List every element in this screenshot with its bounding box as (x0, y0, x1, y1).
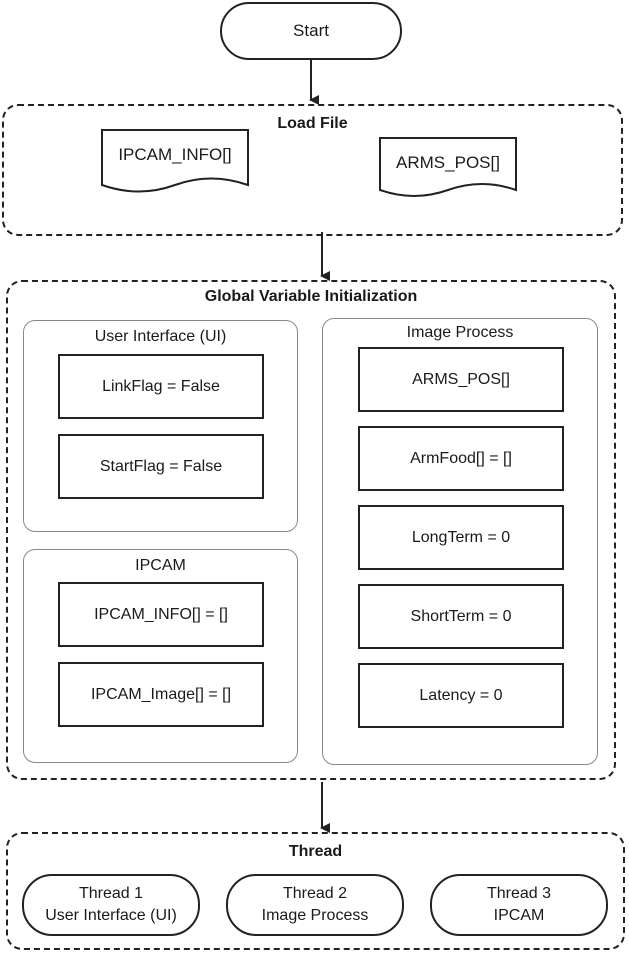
var-arms-pos: ARMS_POS[] (358, 347, 564, 412)
var-latency: Latency = 0 (358, 663, 564, 728)
thread-2-line1: Thread 2 (282, 885, 348, 902)
start-terminal: Start (220, 2, 402, 60)
document-shape-arms-pos (379, 137, 517, 197)
load-file-group (2, 104, 623, 236)
var-startflag: StartFlag = False (58, 434, 264, 499)
image-process-panel-title: Image Process (406, 324, 514, 341)
thread-1-line1: Thread 1 (78, 885, 144, 902)
ui-panel (23, 320, 298, 532)
var-armfood: ArmFood[] = [] (358, 426, 564, 491)
var-linkflag: LinkFlag = False (58, 354, 264, 419)
var-shortterm: ShortTerm = 0 (358, 584, 564, 649)
var-ipcam-image: IPCAM_Image[] = [] (58, 662, 264, 727)
image-process-panel (322, 318, 598, 765)
thread-2: Thread 2 Image Process (226, 874, 404, 936)
file-ipcam-info: IPCAM_INFO[] (118, 145, 232, 164)
thread-2-line2: Image Process (261, 907, 369, 924)
start-label: Start (293, 21, 329, 40)
thread-3-line2: IPCAM (493, 907, 545, 924)
ipcam-panel-title: IPCAM (135, 557, 186, 574)
load-file-title: Load File (277, 115, 348, 132)
thread-group (6, 832, 625, 950)
global-init-title: Global Variable Initialization (204, 288, 418, 305)
ui-panel-title: User Interface (UI) (94, 328, 227, 345)
thread-1: Thread 1 User Interface (UI) (22, 874, 200, 936)
var-ipcam-info: IPCAM_INFO[] = [] (58, 582, 264, 647)
thread-1-line2: User Interface (UI) (45, 907, 177, 924)
document-shape-ipcam-info (101, 129, 249, 193)
thread-title: Thread (288, 843, 343, 860)
file-arms-pos: ARMS_POS[] (396, 153, 500, 172)
thread-3: Thread 3 IPCAM (430, 874, 608, 936)
var-longterm: LongTerm = 0 (358, 505, 564, 570)
ipcam-panel (23, 549, 298, 763)
thread-3-line1: Thread 3 (486, 885, 552, 902)
global-init-group (6, 280, 616, 780)
